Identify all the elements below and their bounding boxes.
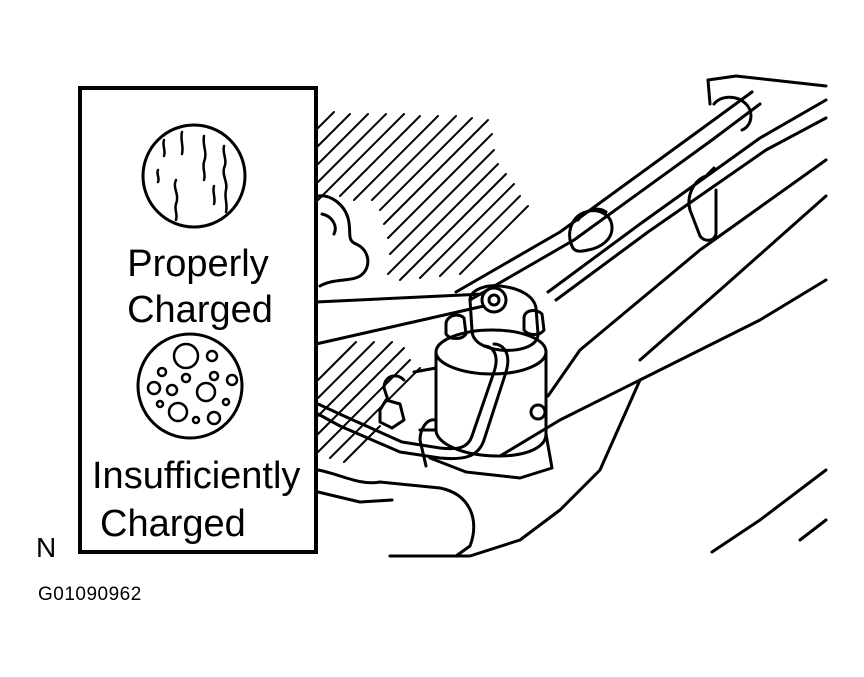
proper-label-line1: Properly <box>127 243 269 285</box>
insufficient-label-line1: Insufficiently <box>92 455 300 497</box>
view-letter: N <box>36 532 57 563</box>
callout-leader-lines <box>315 292 485 346</box>
sight-glass-bubbles-icon <box>136 332 244 440</box>
engine-bay-background <box>316 74 828 558</box>
proper-label-line2: Charged <box>127 289 273 331</box>
sight-glass-clear-icon <box>141 123 247 229</box>
receiver-drier <box>316 284 554 480</box>
sight-glass-callout: Properly Charged Insufficien <box>78 86 318 554</box>
insufficient-label-line2: Charged <box>100 503 246 545</box>
figure-code: G01090962 <box>38 584 142 605</box>
